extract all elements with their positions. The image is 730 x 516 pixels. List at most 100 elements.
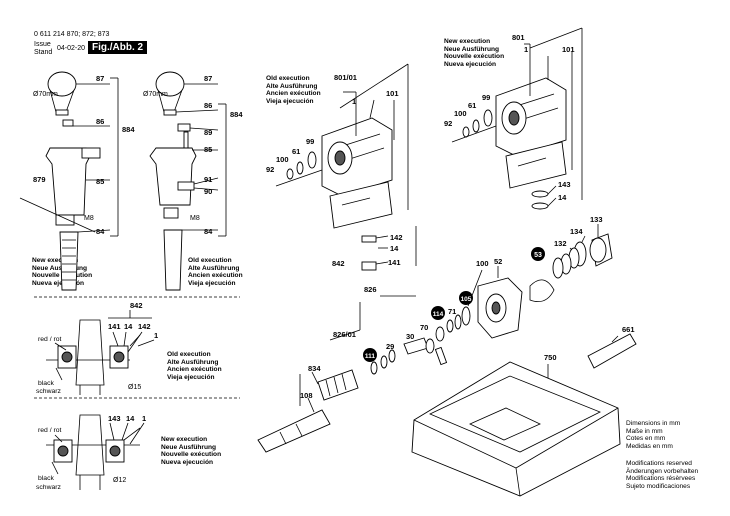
part-30: 30: [406, 332, 414, 341]
detail-part-1-b: 1: [142, 414, 146, 423]
part-84-b: 84: [204, 227, 213, 236]
part-826-01: 826/01: [333, 330, 356, 339]
part-101-a: 101: [386, 89, 399, 98]
part-111: 111: [365, 353, 376, 360]
part-801: 801: [512, 33, 525, 42]
part-85-a: 85: [96, 177, 104, 186]
detail-part-14-b: 14: [126, 414, 135, 423]
handle-assembly-new: [19, 71, 119, 291]
handle-assembly-old: [149, 71, 227, 291]
part-114: 114: [433, 311, 444, 318]
gear-housing-new: [451, 27, 583, 210]
detail-part-141: 141: [108, 322, 121, 331]
red-rot-label-2: red / rot: [38, 427, 62, 434]
part-133: 133: [590, 215, 603, 224]
part-84-a: 84: [96, 227, 105, 236]
clutch-housing: [435, 266, 523, 342]
bearing-detail-old: [46, 310, 155, 395]
part-14-a: 14: [390, 244, 399, 253]
part-53-badge: [531, 247, 545, 261]
part-1-b: 1: [524, 45, 528, 54]
part-61-b: 61: [468, 101, 476, 110]
part-111-badge: [363, 348, 377, 362]
bearing-detail-new: [46, 414, 145, 490]
thread-m8-a: M8: [84, 215, 94, 222]
detail-part-14-a: 14: [124, 322, 133, 331]
black-label-1: black: [38, 380, 54, 387]
issue-date: 04-02-20: [57, 45, 86, 52]
sleeve-parts: [529, 224, 613, 303]
part-92-b: 92: [444, 119, 452, 128]
part-100-b: 100: [454, 109, 467, 118]
red-rot-label-1: red / rot: [38, 336, 62, 343]
part-142: 142: [390, 233, 403, 242]
part-884-b: 884: [230, 110, 243, 119]
gear-housing-old: [275, 63, 417, 271]
grease-tube: [587, 333, 637, 369]
part-85-b: 85: [204, 145, 212, 154]
part-105: 105: [461, 296, 472, 303]
part-52: 52: [494, 257, 502, 266]
part-661: 661: [622, 325, 635, 334]
part-114-badge: [431, 306, 445, 320]
part-14-b: 14: [558, 193, 567, 202]
part-87-a: 87: [96, 74, 104, 83]
part-86-b: 86: [204, 101, 212, 110]
depth-gauge-rod: [19, 197, 96, 233]
part-number-header: 0 611 214 870; 872; 873: [34, 31, 110, 38]
part-92-a: 92: [266, 165, 274, 174]
diameter-12: Ø12: [113, 477, 126, 484]
part-29: 29: [386, 342, 394, 351]
part-100-a: 100: [276, 155, 289, 164]
part-89: 89: [204, 128, 212, 137]
black-label-2: black: [38, 475, 54, 482]
part-134: 134: [570, 227, 583, 236]
part-61-a: 61: [292, 147, 300, 156]
schwarz-label-1: schwarz: [36, 388, 62, 395]
part-105-badge: [459, 291, 473, 305]
part-101-b: 101: [562, 45, 575, 54]
detail-part-1-a: 1: [154, 331, 158, 340]
part-884-a: 884: [122, 125, 135, 134]
issue-label: Issue: [34, 41, 51, 48]
part-834: 834: [308, 364, 321, 373]
spindle-assembly: [257, 295, 448, 453]
part-99-b: 99: [482, 93, 490, 102]
part-801-01: 801/01: [334, 73, 357, 82]
detail-part-842: 842: [130, 301, 143, 310]
part-86-a: 86: [96, 117, 104, 126]
part-70: 70: [420, 323, 428, 332]
part-1-a: 1: [352, 97, 356, 106]
part-826: 826: [364, 285, 377, 294]
part-132: 132: [554, 239, 567, 248]
diameter-15: Ø15: [128, 384, 141, 391]
thread-m8-b: M8: [190, 215, 200, 222]
part-99-a: 99: [306, 137, 314, 146]
detail-part-143: 143: [108, 414, 121, 423]
part-90: 90: [204, 187, 212, 196]
carrying-case: [411, 361, 621, 497]
part-91: 91: [204, 175, 212, 184]
part-842: 842: [332, 259, 345, 268]
part-71: 71: [448, 307, 456, 316]
part-87-b: 87: [204, 74, 212, 83]
detail-part-142: 142: [138, 322, 151, 331]
part-141: 141: [388, 258, 401, 267]
diameter-70-b: Ø70mm: [143, 91, 168, 98]
part-143: 143: [558, 180, 571, 189]
diameter-70-a: Ø70mm: [33, 91, 58, 98]
part-879: 879: [33, 175, 46, 184]
figure-label: Fig./Abb. 2: [88, 41, 148, 54]
part-100-c: 100: [476, 259, 489, 268]
stand-label: Stand: [34, 49, 53, 56]
part-53: 53: [534, 252, 542, 259]
